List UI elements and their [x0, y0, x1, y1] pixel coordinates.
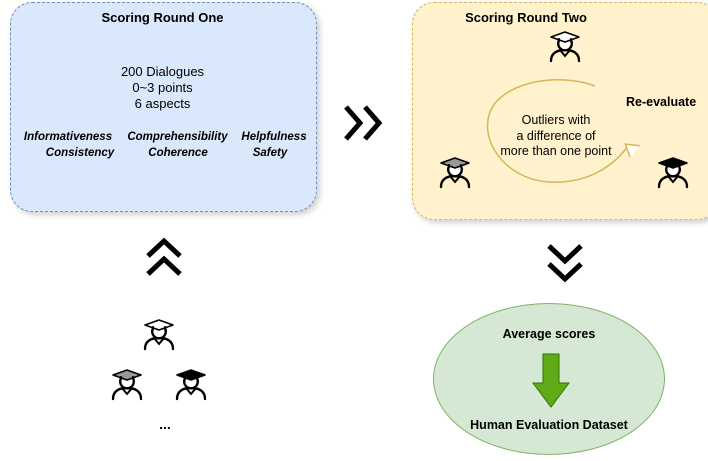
round-one-details: 200 Dialogues 0~3 points 6 aspects	[10, 64, 315, 112]
annotator-bottom-top-icon	[143, 319, 175, 351]
annotator-gray-cap-icon	[439, 157, 471, 189]
round-one-line-points: 0~3 points	[132, 80, 193, 95]
aspect-helpfulness: Helpfulness	[241, 131, 307, 143]
more-annotators-ellipsis: ...	[159, 416, 171, 432]
round-one-title: Scoring Round One	[101, 10, 224, 25]
human-evaluation-dataset-label: Human Evaluation Dataset	[470, 418, 628, 432]
annotator-bottom-black-icon	[175, 369, 207, 401]
aspect-comprehensibility: Comprehensibility	[127, 131, 228, 143]
annotator-black-cap-icon	[657, 157, 689, 189]
reevaluate-label: Re-evaluate	[626, 95, 697, 109]
annotator-top-icon	[549, 31, 581, 63]
aspect-consistency: Consistency	[45, 147, 115, 159]
outlier-line-2: a difference of	[516, 128, 596, 143]
aspect-informativeness: Informativeness	[23, 131, 113, 143]
aspect-coherence: Coherence	[148, 147, 208, 159]
outlier-line-3: more than one point	[500, 144, 612, 158]
outlier-line-1: Outliers with	[521, 113, 591, 127]
average-scores-label: Average scores	[502, 327, 596, 341]
aspect-safety: Safety	[252, 147, 288, 159]
outlier-text: Outliers with a difference of more than …	[486, 113, 626, 160]
round-two-title: Scoring Round Two	[465, 10, 587, 25]
annotator-bottom-gray-icon	[111, 369, 143, 401]
green-down-arrow-icon	[532, 353, 570, 408]
double-chevron-up-icon	[146, 237, 182, 276]
double-chevron-right-icon	[344, 105, 383, 141]
round-one-line-aspects: 6 aspects	[134, 96, 191, 111]
scoring-round-one-box	[10, 2, 317, 212]
double-chevron-down-icon	[547, 244, 583, 283]
cycle-arrow-icon	[486, 79, 640, 183]
round-one-line-dialogues: 200 Dialogues	[120, 64, 205, 79]
